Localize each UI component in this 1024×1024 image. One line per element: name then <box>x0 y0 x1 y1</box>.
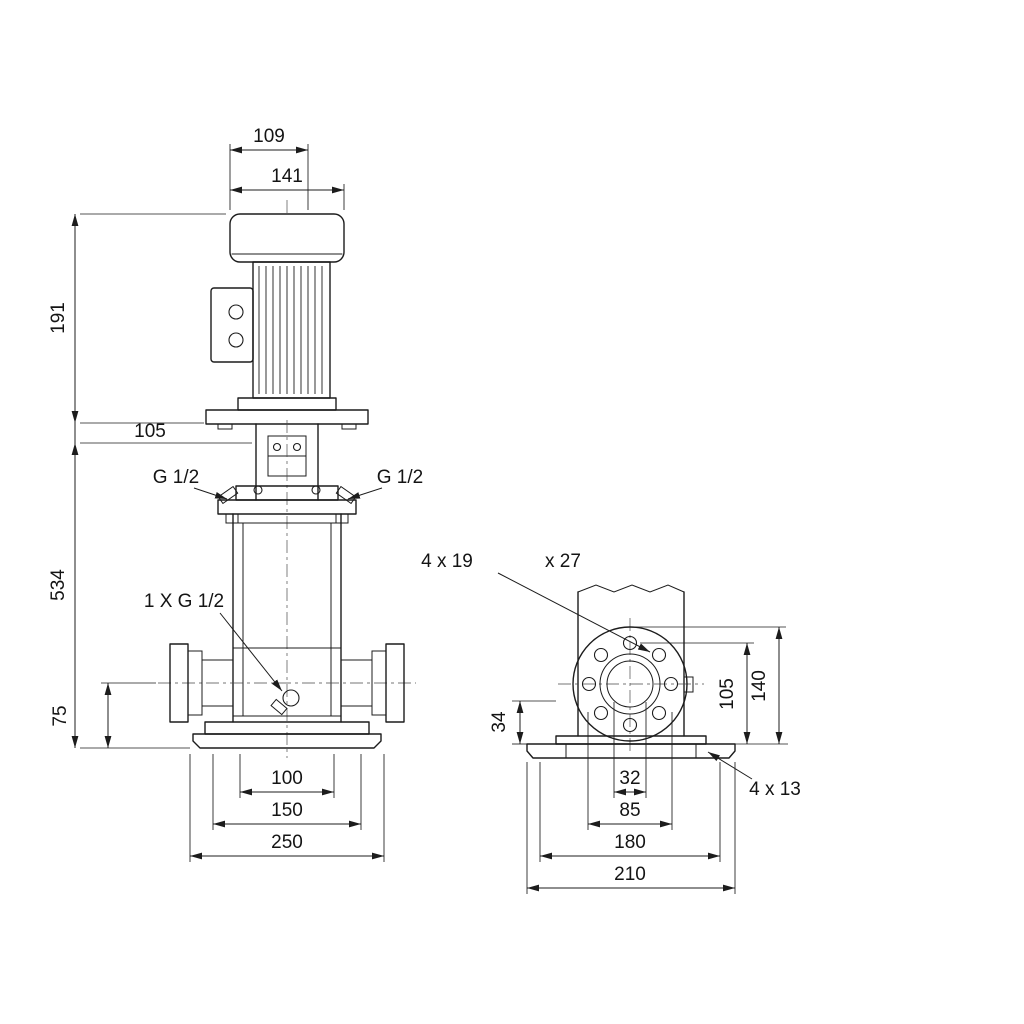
terminal-box <box>210 287 254 363</box>
drain-plug-hex <box>270 698 288 716</box>
base-holes-callout: 4 x 13 <box>707 751 801 800</box>
flange-holes-label-b: x 27 <box>545 551 581 572</box>
flange-bore <box>606 660 654 708</box>
dim-140-label: 140 <box>749 670 770 702</box>
side-view: 4 x 19 x 27 34 105 140 <box>421 551 801 894</box>
dim-100-label: 100 <box>271 768 303 789</box>
break-line <box>577 584 685 593</box>
gauge-plug-left <box>217 485 239 505</box>
clamp-tab <box>683 676 694 693</box>
dim-180: 180 <box>539 762 721 862</box>
plug-label-left: G 1/2 <box>153 467 228 500</box>
plug-left-label: G 1/2 <box>153 467 199 488</box>
head-plug-top <box>253 485 263 495</box>
plug-right-label: G 1/2 <box>377 467 423 488</box>
dim-191-label: 191 <box>48 302 69 334</box>
dim-109: 109 <box>229 126 309 210</box>
dim-141-label: 141 <box>271 166 303 187</box>
plug-label-right: G 1/2 <box>347 467 423 500</box>
motor-cooling-fins <box>258 266 323 394</box>
motor <box>205 200 369 430</box>
coupling-bolt <box>292 442 302 452</box>
base-holes-label: 4 x 13 <box>749 779 801 800</box>
left-flange-hub <box>187 650 203 716</box>
flange-tab <box>217 423 233 430</box>
flange-bolt-holes <box>581 635 679 733</box>
port-flanges <box>158 643 416 723</box>
base-top-plate-side <box>555 735 707 745</box>
dim-34-label: 34 <box>489 711 510 733</box>
base-slab-side <box>526 743 736 759</box>
dim-75-label: 75 <box>50 705 71 726</box>
right-flange-hub <box>371 650 387 716</box>
dim-140: 140 <box>634 626 786 744</box>
dim-210: 210 <box>526 762 736 894</box>
cable-entry-hole <box>228 304 244 320</box>
coupling-lantern <box>255 420 319 758</box>
gauge-plug-right <box>335 485 357 505</box>
flange-outer-circle <box>572 626 688 742</box>
dim-32: 32 <box>613 702 647 798</box>
motor-fan-cover <box>229 213 345 263</box>
front-view: 109 141 191 105 534 75 <box>48 126 423 862</box>
side-port-flange <box>558 618 704 752</box>
head-flange <box>217 499 357 515</box>
dim-105-label: 105 <box>134 421 166 442</box>
cable-entry-hole <box>228 332 244 348</box>
head-plug-top <box>311 485 321 495</box>
pump-sleeve <box>232 513 342 723</box>
dim-250: 250 <box>189 754 385 862</box>
flange-raised-face <box>599 653 661 715</box>
dim-150: 150 <box>212 754 362 830</box>
drain-label: 1 X G 1/2 <box>144 591 224 612</box>
pump-head <box>217 485 357 524</box>
dim-34: 34 <box>489 700 556 745</box>
coupling-bolt <box>272 442 282 452</box>
dim-210-label: 210 <box>614 864 646 885</box>
dim-109-label: 109 <box>253 126 285 147</box>
base-front <box>192 721 382 749</box>
flange-tab <box>341 423 357 430</box>
dim-85-label: 85 <box>619 800 640 821</box>
base-side <box>526 735 736 759</box>
base-slab <box>192 733 382 749</box>
dim-250-label: 250 <box>271 832 303 853</box>
flange-holes-label-a: 4 x 19 <box>421 551 473 572</box>
dim-85: 85 <box>587 712 673 830</box>
dim-180-label: 180 <box>614 832 646 853</box>
drain-label-group: 1 X G 1/2 <box>144 591 283 692</box>
dim-534-label: 534 <box>48 569 69 601</box>
flange-holes-callout: 4 x 19 x 27 <box>421 551 651 653</box>
staybolt-nut-right <box>335 513 349 524</box>
dim-32-label: 32 <box>619 768 640 789</box>
drain-plug <box>282 689 300 707</box>
dim-100: 100 <box>239 754 335 798</box>
dim-105-side-label: 105 <box>717 678 738 710</box>
dim-75: 75 <box>50 682 156 748</box>
motor-flange-step <box>237 397 337 411</box>
dim-141: 141 <box>230 166 345 210</box>
dim-150-label: 150 <box>271 800 303 821</box>
dim-left-chain: 191 105 534 <box>48 213 252 749</box>
motor-body <box>252 261 331 399</box>
staybolt-nut-left <box>225 513 239 524</box>
